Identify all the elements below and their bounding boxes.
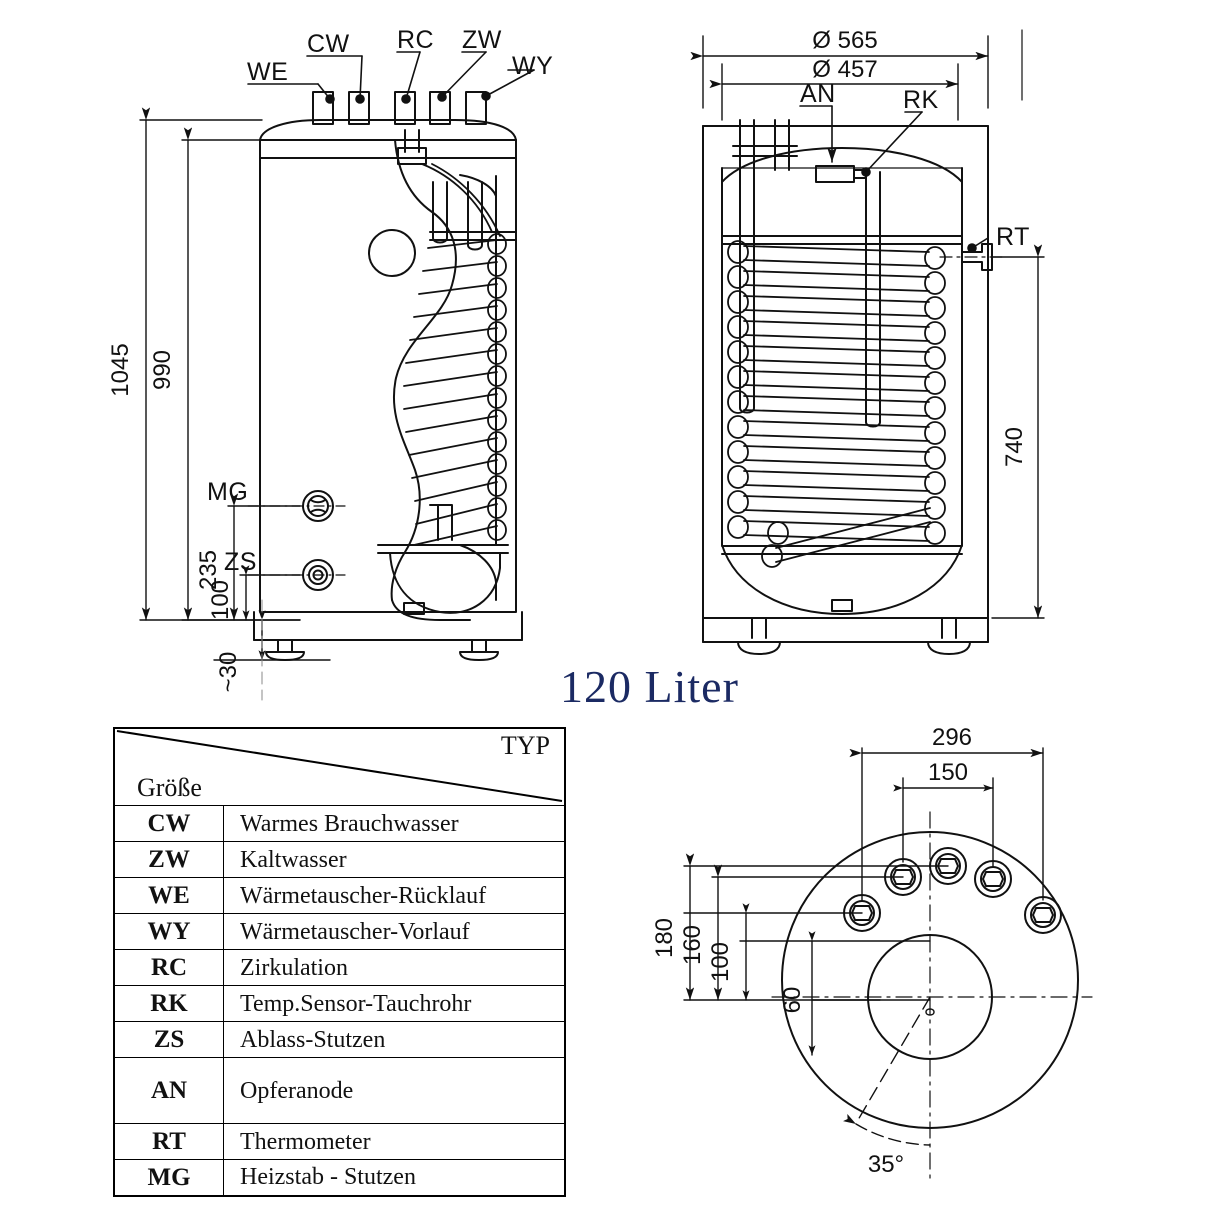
dim-160: 160 [679, 925, 706, 965]
legend-code: RT [113, 1123, 224, 1160]
legend-row-zw: ZW Kaltwasser [113, 841, 566, 878]
legend-row-zs: ZS Ablass-Stutzen [113, 1021, 566, 1058]
legend-code: WY [113, 913, 224, 950]
legend-desc: Warmes Brauchwasser [223, 805, 566, 842]
legend-code: ZS [113, 1021, 224, 1058]
legend-desc: Ablass-Stutzen [223, 1021, 566, 1058]
inner-bottom-head [389, 552, 501, 615]
legend-row-an: AN Opferanode [113, 1057, 566, 1124]
top-view-h-dims [849, 747, 1044, 901]
tank-shell [253, 119, 523, 641]
tank-feet [265, 639, 499, 661]
section-740-dim [991, 29, 1045, 619]
legend-desc: Opferanode [223, 1057, 566, 1124]
internal-plate [377, 231, 517, 554]
legend-row-mg: MG Heizstab - Stutzen [113, 1159, 566, 1196]
label-rc: RC [397, 26, 434, 54]
front-view-dimensions [139, 107, 331, 701]
top-stub-pipes [312, 91, 487, 125]
top-view-angle-dim [843, 996, 931, 1146]
dim-990: 990 [149, 350, 176, 390]
inspection-port [368, 229, 416, 277]
label-we: WE [247, 58, 288, 86]
legend-row-rc: RC Zirkulation [113, 949, 566, 986]
legend-row-wy: WY Wärmetauscher-Vorlauf [113, 913, 566, 950]
legend-desc: Heizstab - Stutzen [223, 1159, 566, 1196]
legend-code: MG [113, 1159, 224, 1196]
legend-desc: Zirkulation [223, 949, 566, 986]
top-view-group [683, 747, 1093, 1179]
legend-desc: Kaltwasser [223, 841, 566, 878]
legend-header-typ: TYP [500, 731, 550, 760]
legend-header-groesse: Größe [137, 773, 202, 802]
front-view-group [139, 51, 535, 701]
legend-row-we: WE Wärmetauscher-Rücklauf [113, 877, 566, 914]
dim-angle-35: 35° [868, 1151, 904, 1178]
legend-body: TYP Größe CW Warmes Brauchwasser ZW Kalt… [113, 727, 566, 1196]
section-feet [737, 617, 971, 655]
heat-exchanger-coil [403, 163, 507, 546]
cutaway-break-line [390, 139, 471, 621]
dim-1045: 1045 [107, 343, 134, 396]
section-leaders [799, 105, 923, 177]
label-rt: RT [996, 223, 1030, 251]
page-title: 120 Liter [560, 661, 739, 712]
legend-desc: Wärmetauscher-Vorlauf [223, 913, 566, 950]
top-view-centrelines [771, 811, 1093, 1179]
legend-diagonal-divider [115, 729, 564, 805]
dim-296: 296 [932, 724, 972, 751]
legend-desc: Wärmetauscher-Rücklauf [223, 877, 566, 914]
inner-vessel [721, 147, 963, 615]
legend-header-box: TYP Größe [115, 729, 564, 805]
dim-inner-diameter: Ø 457 [812, 56, 877, 83]
label-zs: ZS [224, 548, 257, 576]
legend-table: TYP Größe CW Warmes Brauchwasser ZW Kalt… [113, 727, 566, 1197]
front-view-leaders [247, 51, 535, 104]
dim-100-top: 100 [707, 942, 734, 982]
section-dimensions [690, 35, 989, 121]
rt-leader [967, 237, 989, 253]
dim-235: 235 [195, 550, 222, 590]
legend-row-rk: RK Temp.Sensor-Tauchrohr [113, 985, 566, 1022]
legend-header-row: TYP Größe [113, 727, 566, 806]
legend-code: ZW [113, 841, 224, 878]
label-an: AN [800, 80, 836, 108]
legend-code: AN [113, 1057, 224, 1124]
legend-code: RK [113, 985, 224, 1022]
legend-header-cell: TYP Größe [113, 727, 566, 806]
dim-60: 60 [779, 987, 806, 1014]
dim-180: 180 [651, 918, 678, 958]
dim-30: ~30 [215, 652, 242, 693]
rk-dip-tube [865, 171, 881, 428]
legend-code: WE [113, 877, 224, 914]
legend-row-rt: RT Thermometer [113, 1123, 566, 1160]
dim-740: 740 [1001, 427, 1028, 467]
dim-outer-diameter: Ø 565 [812, 27, 877, 54]
port-centrelines [247, 505, 346, 576]
legend-code: RC [113, 949, 224, 986]
dim-150: 150 [928, 759, 968, 786]
top-view-v-dims [683, 853, 949, 1056]
section-plates [721, 235, 963, 612]
section-coil [727, 240, 946, 568]
label-mg: MG [207, 478, 248, 506]
legend-code: CW [113, 805, 224, 842]
top-view-centre-mark [925, 1008, 935, 1016]
text-layer: WE CW RC ZW WY MG ZS 1045 990 235 100 ~3… [107, 26, 1030, 1178]
label-wy: WY [512, 52, 553, 80]
top-view-ports [843, 847, 1062, 934]
section-view-group [690, 29, 1045, 655]
label-zw: ZW [462, 26, 502, 54]
label-cw: CW [307, 30, 350, 58]
legend-desc: Temp.Sensor-Tauchrohr [223, 985, 566, 1022]
dim-100: 100 [207, 580, 234, 620]
legend-row-cw: CW Warmes Brauchwasser [113, 805, 566, 842]
legend-desc: Thermometer [223, 1123, 566, 1160]
label-rk: RK [903, 86, 939, 114]
